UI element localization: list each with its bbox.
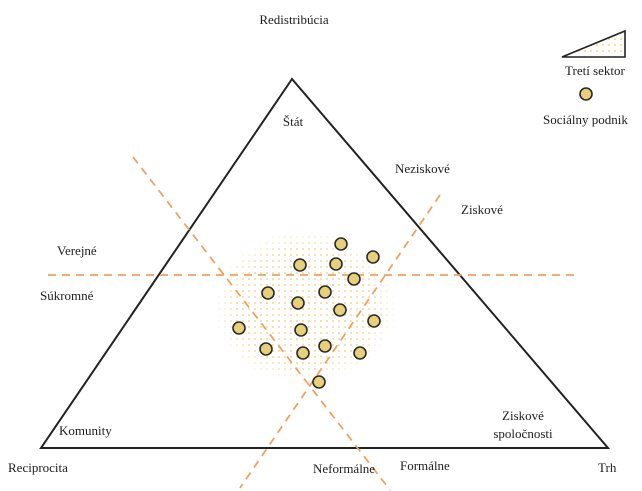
social-enterprise-legend-label: Sociálny podnik (543, 112, 628, 127)
reciprocity-label: Reciprocita (8, 460, 68, 475)
social-enterprise-dot (259, 342, 273, 356)
redistribution-label: Redistribúcia (259, 12, 329, 27)
nonprofit-label: Neziskové (395, 161, 450, 176)
social-enterprise-dot (293, 258, 307, 272)
main-triangle (39, 77, 611, 449)
third-sector-area (213, 229, 397, 385)
social-enterprise-dot (294, 323, 308, 337)
formal-informal-divider (132, 156, 391, 491)
third-sector-legend-icon (561, 29, 626, 58)
companies-label-line1: Ziskové (502, 408, 544, 423)
informal-label: Neformálne (313, 461, 375, 476)
market-label: Trh (598, 460, 617, 475)
profit-nonprofit-divider (239, 194, 441, 489)
state-label: Štát (283, 114, 304, 129)
social-enterprise-dot (261, 286, 275, 300)
profit-label: Ziskové (461, 202, 503, 217)
social-enterprise-dot (318, 339, 332, 353)
social-enterprise-dot (296, 346, 310, 360)
legend: Tretí sektor Sociálny podnik (543, 29, 628, 127)
social-enterprise-dot (318, 285, 332, 299)
social-enterprise-legend-icon (579, 87, 593, 101)
social-enterprise-dot (232, 321, 246, 335)
third-sector-legend-label: Tretí sektor (565, 63, 625, 78)
social-enterprise-dot (367, 314, 381, 328)
social-enterprise-dot (353, 346, 367, 360)
social-enterprise-dot (347, 272, 361, 286)
public-label: Verejné (57, 243, 97, 258)
social-enterprise-dot (366, 250, 380, 264)
private-label: Súkromné (40, 288, 94, 303)
social-enterprise-dot (312, 375, 326, 389)
communities-label: Komunity (59, 423, 112, 438)
companies-label-line2: spoločnosti (493, 426, 553, 441)
social-enterprise-dots (232, 237, 381, 389)
social-enterprise-dot (329, 257, 343, 271)
social-enterprise-dot (333, 303, 347, 317)
social-enterprise-dot (334, 237, 348, 251)
social-enterprise-dot (291, 296, 305, 310)
formal-label: Formálne (400, 458, 450, 473)
